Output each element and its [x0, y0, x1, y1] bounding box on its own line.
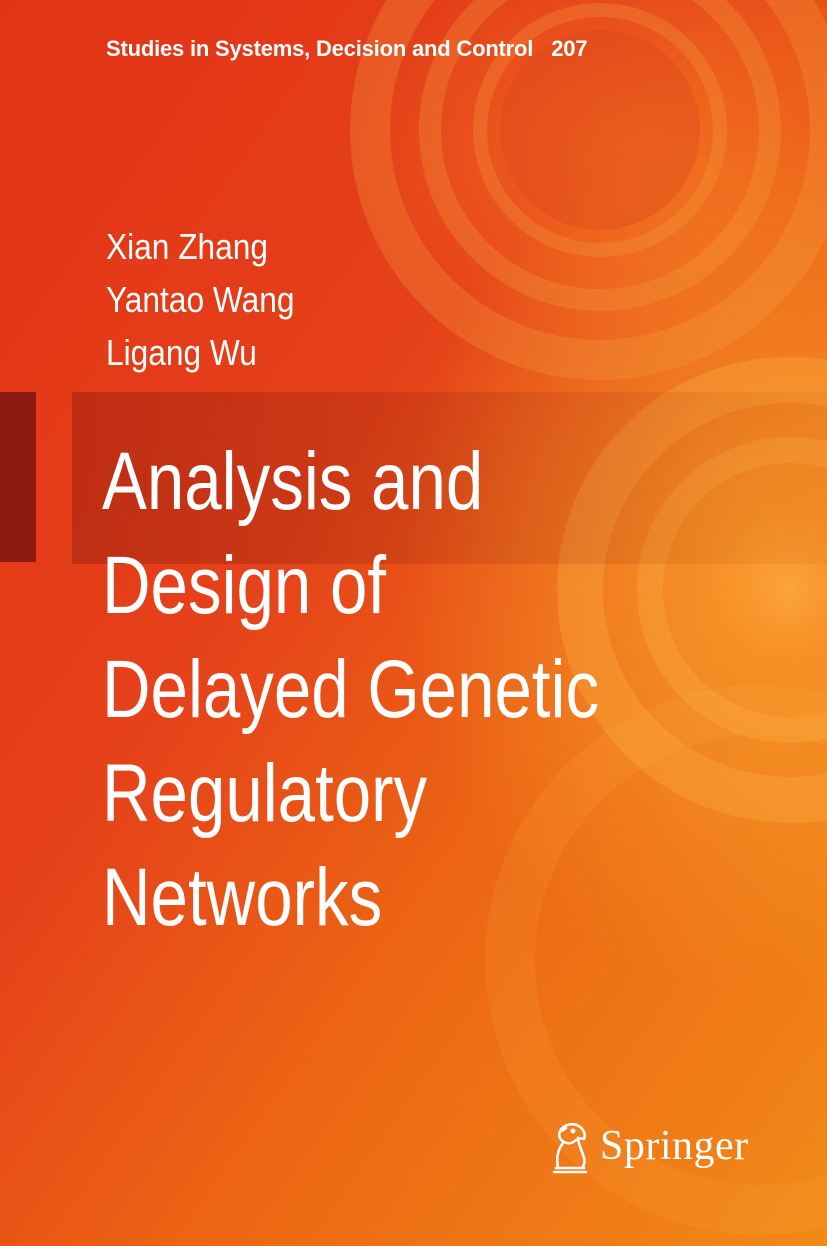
series-name: Studies in Systems, Decision and Control — [106, 36, 534, 61]
springer-horse-icon — [552, 1122, 588, 1174]
accent-bar — [0, 392, 36, 562]
author-name: Ligang Wu — [106, 332, 257, 373]
author-name: Xian Zhang — [106, 226, 269, 267]
book-title: Analysis and Design of Delayed Genetic R… — [102, 430, 802, 950]
title-line: Delayed Genetic — [102, 644, 600, 735]
title-line: Regulatory — [102, 748, 428, 839]
series-volume: 207 — [551, 36, 588, 61]
author-list: Xian Zhang Yantao Wang Ligang Wu — [106, 220, 320, 379]
publisher-logo: Springer — [548, 1116, 749, 1176]
title-line: Networks — [102, 852, 383, 943]
series-line: Studies in Systems, Decision and Control… — [106, 36, 588, 62]
title-band — [72, 392, 827, 564]
title-line: Analysis and — [102, 436, 484, 527]
author-name: Yantao Wang — [106, 279, 295, 320]
title-line: Design of — [102, 540, 387, 631]
publisher-name: Springer — [600, 1123, 749, 1169]
